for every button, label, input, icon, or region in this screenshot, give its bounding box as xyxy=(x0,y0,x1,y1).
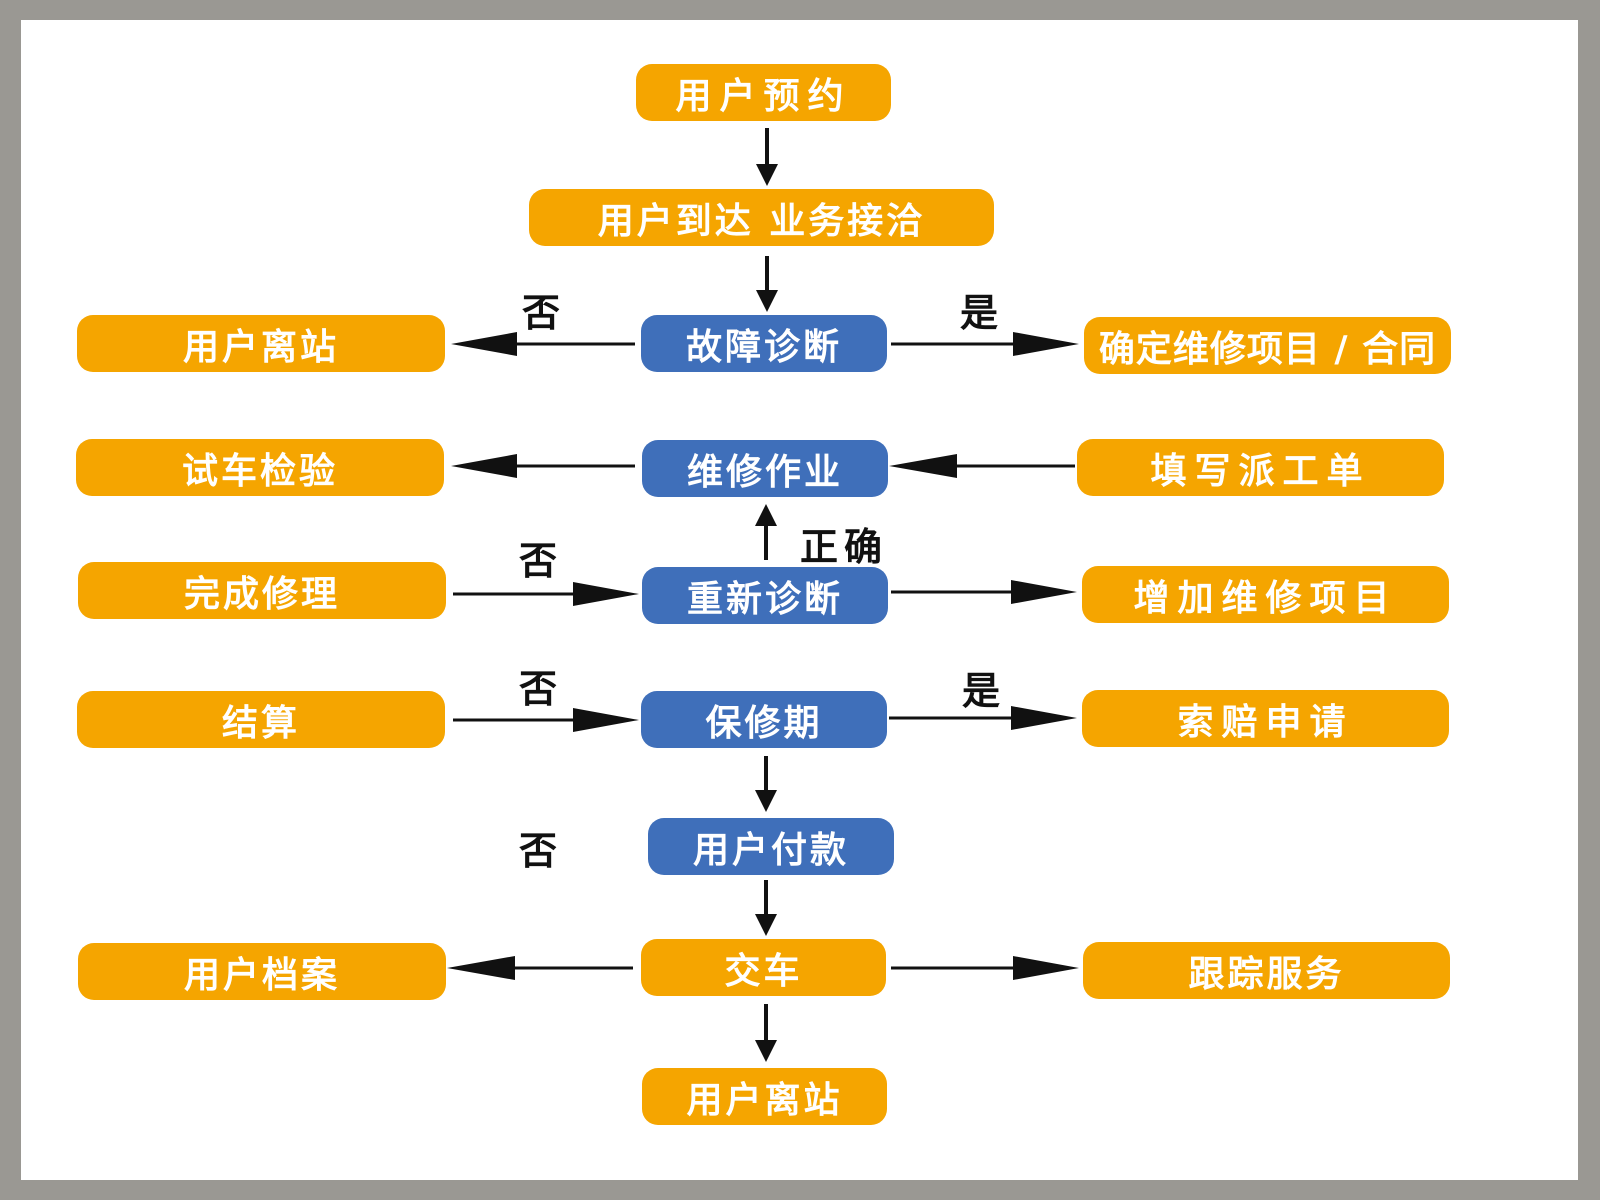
arrowhead-rediagnosis-to-repair xyxy=(755,504,777,526)
arrowhead-warranty-to-claim xyxy=(1011,706,1077,730)
node-add-items: 增加维修项目 xyxy=(1082,566,1449,623)
arrowhead-booking-to-arrival xyxy=(756,164,778,186)
arrowhead-delivery-to-followup xyxy=(1013,956,1079,980)
label-no-payment: 否 xyxy=(519,829,564,873)
label-yes-warranty: 是 xyxy=(962,669,1007,713)
arrowhead-workorder-to-repair xyxy=(889,454,957,478)
arrowhead-delivery-to-leave xyxy=(755,1040,777,1062)
arrowhead-diagnosis-to-leave xyxy=(451,332,517,356)
arrowhead-diagnosis-to-confirm xyxy=(1013,332,1079,356)
node-delivery: 交车 xyxy=(641,939,886,996)
arrowhead-settlement-to-warranty xyxy=(573,708,639,732)
flowchart-canvas: 用户预约 用户到达 业务接洽 故障诊断 用户离站 确定维修项目 / 合同 维修作… xyxy=(21,20,1578,1180)
arrowhead-repair-to-test xyxy=(451,454,517,478)
node-user-booking: 用户预约 xyxy=(636,64,891,121)
node-rediagnosis: 重新诊断 xyxy=(642,567,888,624)
arrowhead-complete-to-rediagnosis xyxy=(573,582,639,606)
arrowhead-warranty-to-payment xyxy=(755,790,777,812)
node-user-leave-1: 用户离站 xyxy=(77,315,445,372)
label-no-warranty: 否 xyxy=(519,667,564,711)
node-settlement: 结算 xyxy=(77,691,445,748)
node-fault-diagnosis: 故障诊断 xyxy=(641,315,887,372)
node-user-arrival: 用户到达 业务接洽 xyxy=(529,189,994,246)
arrowhead-arrival-to-diagnosis xyxy=(756,290,778,312)
node-fill-work-order: 填写派工单 xyxy=(1077,439,1444,496)
flow-arrows xyxy=(447,128,1079,1062)
node-user-archive: 用户档案 xyxy=(78,943,446,1000)
node-claim-request: 索赔申请 xyxy=(1082,690,1449,747)
node-repair-work: 维修作业 xyxy=(642,440,888,497)
node-warranty: 保修期 xyxy=(641,691,887,748)
node-confirm-items: 确定维修项目 / 合同 xyxy=(1084,317,1451,374)
node-user-leave-2: 用户离站 xyxy=(642,1068,887,1125)
label-no-diagnosis: 否 xyxy=(522,291,567,335)
node-complete-repair: 完成修理 xyxy=(78,562,446,619)
node-follow-up: 跟踪服务 xyxy=(1083,942,1450,999)
label-yes-diagnosis: 是 xyxy=(960,291,1005,335)
label-correct: 正确 xyxy=(800,525,889,569)
arrowhead-delivery-to-archive xyxy=(447,956,515,980)
label-no-rediagnosis: 否 xyxy=(519,539,564,583)
arrowhead-payment-to-delivery xyxy=(755,914,777,936)
node-test-drive: 试车检验 xyxy=(76,439,444,496)
arrowhead-rediagnosis-to-add xyxy=(1011,580,1077,604)
node-user-payment: 用户付款 xyxy=(648,818,894,875)
